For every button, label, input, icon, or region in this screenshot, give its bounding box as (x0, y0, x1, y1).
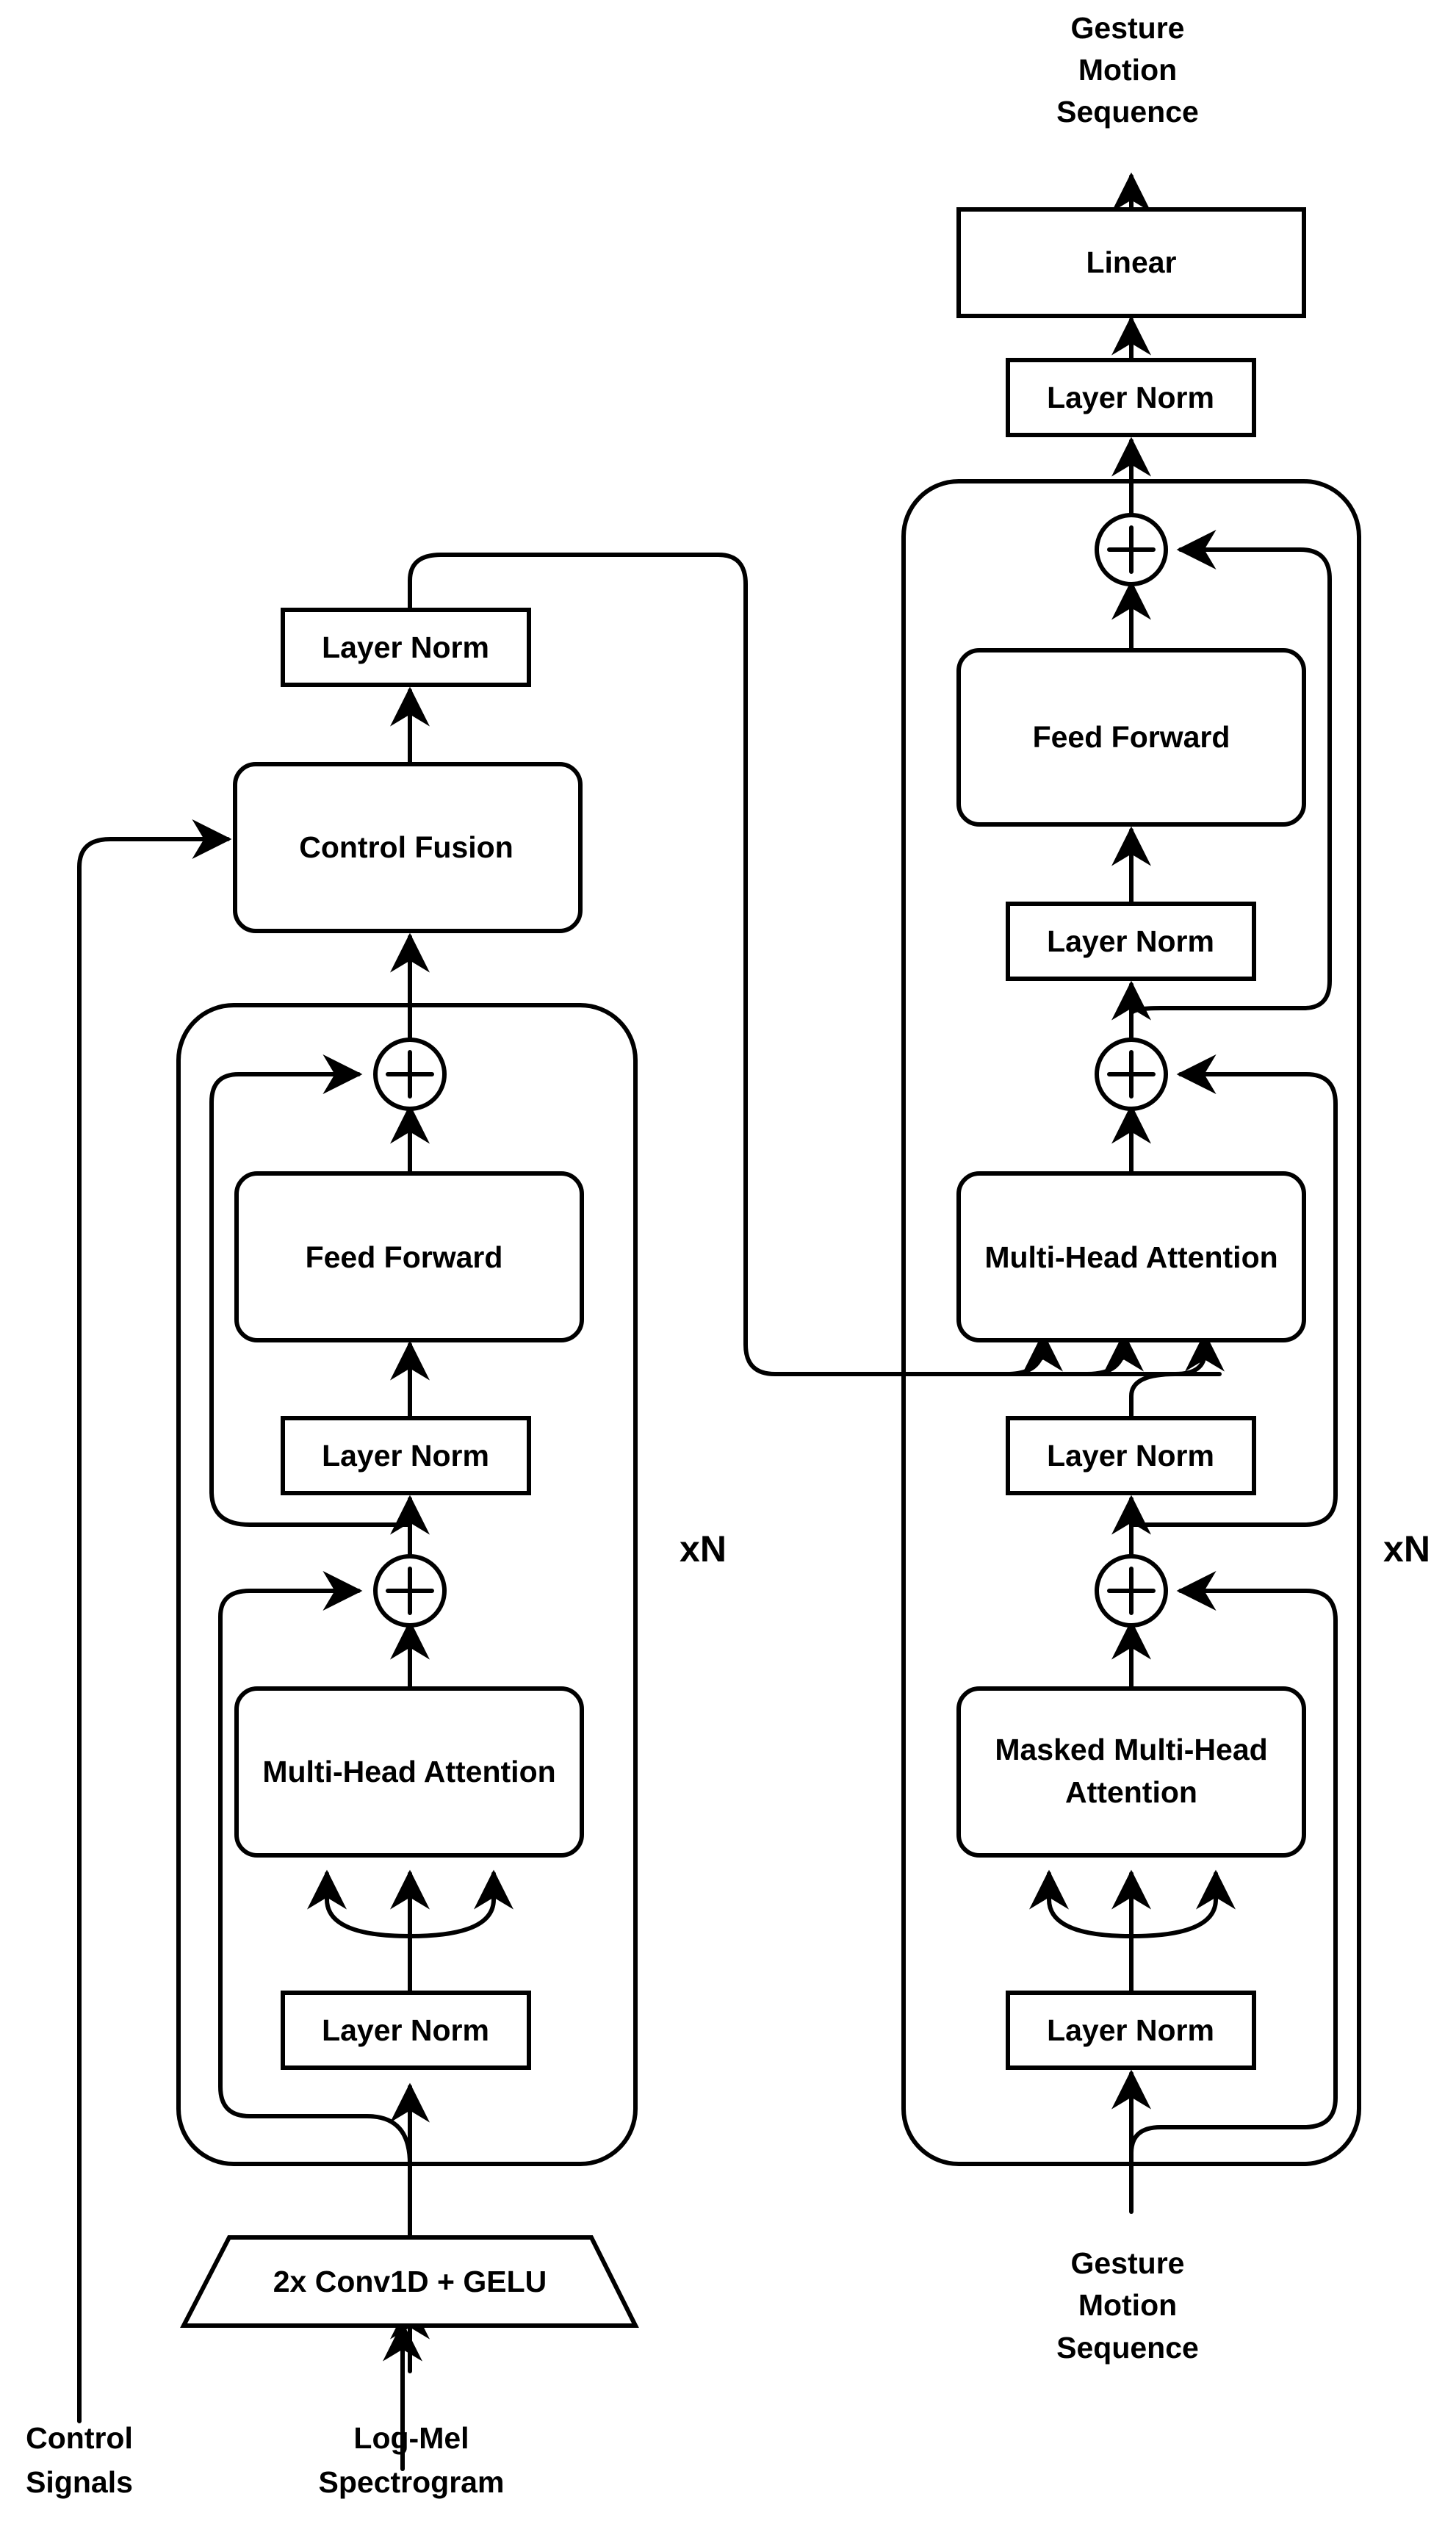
decoder-output-label-line2: Motion (1078, 53, 1177, 87)
plus-circle-icon (1095, 513, 1168, 586)
linear-label: Linear (1086, 245, 1176, 279)
control-fusion-label: Control Fusion (299, 830, 513, 864)
encoder-repeat-frame (176, 1003, 638, 2166)
decoder-layer-norm-2-label: Layer Norm (1047, 1439, 1214, 1473)
encoder-final-layer-norm (281, 608, 531, 687)
masked-attention-label-line2: Attention (1065, 1775, 1197, 1809)
decoder-final-layer-norm (1006, 358, 1256, 437)
encoder-feed-forward-block (234, 1171, 584, 1342)
decoder-layer-norm-2 (1006, 1416, 1256, 1495)
control-fusion-block (233, 762, 583, 933)
control-signals-label-line2: Signals (26, 2465, 133, 2499)
encoder-attention-label: Multi-Head Attention (262, 1755, 555, 1788)
decoder: Layer Norm Masked Multi-Head Attention L… (901, 11, 1430, 2365)
encoder-final-layer-norm-label: Layer Norm (322, 630, 489, 664)
decoder-output-label-line1: Gesture (1071, 11, 1185, 45)
plus-circle-icon (1095, 1554, 1168, 1628)
decoder-input-label-line2: Motion (1078, 2288, 1177, 2322)
decoder-repeat-label: xN (1383, 1528, 1430, 1570)
conv-block (180, 2235, 639, 2328)
decoder-feed-forward-label: Feed Forward (1033, 720, 1230, 754)
decoder-input-label-line3: Sequence (1056, 2331, 1199, 2365)
masked-attention-block (956, 1686, 1306, 1858)
encoder-attention-block (234, 1686, 584, 1858)
decoder-layer-norm-1-label: Layer Norm (1047, 2013, 1214, 2047)
encoder: Layer Norm Multi-Head Attention Layer No… (26, 553, 1222, 2499)
control-signals-label-line1: Control (26, 2421, 133, 2455)
masked-attention-label-line1: Masked Multi-Head (995, 1733, 1267, 1766)
encoder-input-label-line1: Log-Mel (353, 2421, 469, 2455)
encoder-feed-forward-label: Feed Forward (306, 1240, 503, 1274)
decoder-final-layer-norm-label: Layer Norm (1047, 381, 1214, 414)
encoder-layer-norm-1-label: Layer Norm (322, 2013, 489, 2047)
decoder-layer-norm-3 (1006, 902, 1256, 981)
decoder-input-label-line1: Gesture (1071, 2246, 1185, 2280)
cross-attention-block (956, 1171, 1306, 1342)
decoder-layer-norm-1 (1006, 1991, 1256, 2070)
conv-label: 2x Conv1D + GELU (273, 2265, 547, 2298)
encoder-layer-norm-1 (281, 1991, 531, 2070)
cross-attention-label: Multi-Head Attention (984, 1240, 1277, 1274)
plus-circle-icon (373, 1038, 447, 1111)
plus-circle-icon (373, 1554, 447, 1628)
linear-block (956, 207, 1306, 318)
encoder-repeat-label: xN (680, 1528, 727, 1570)
decoder-layer-norm-3-label: Layer Norm (1047, 924, 1214, 958)
encoder-layer-norm-2 (281, 1416, 531, 1495)
encoder-layer-norm-2-label: Layer Norm (322, 1439, 489, 1473)
plus-circle-icon (1095, 1038, 1168, 1111)
decoder-output-label-line3: Sequence (1056, 95, 1199, 129)
encoder-input-label-line2: Spectrogram (319, 2465, 505, 2499)
decoder-feed-forward-block (956, 648, 1306, 827)
